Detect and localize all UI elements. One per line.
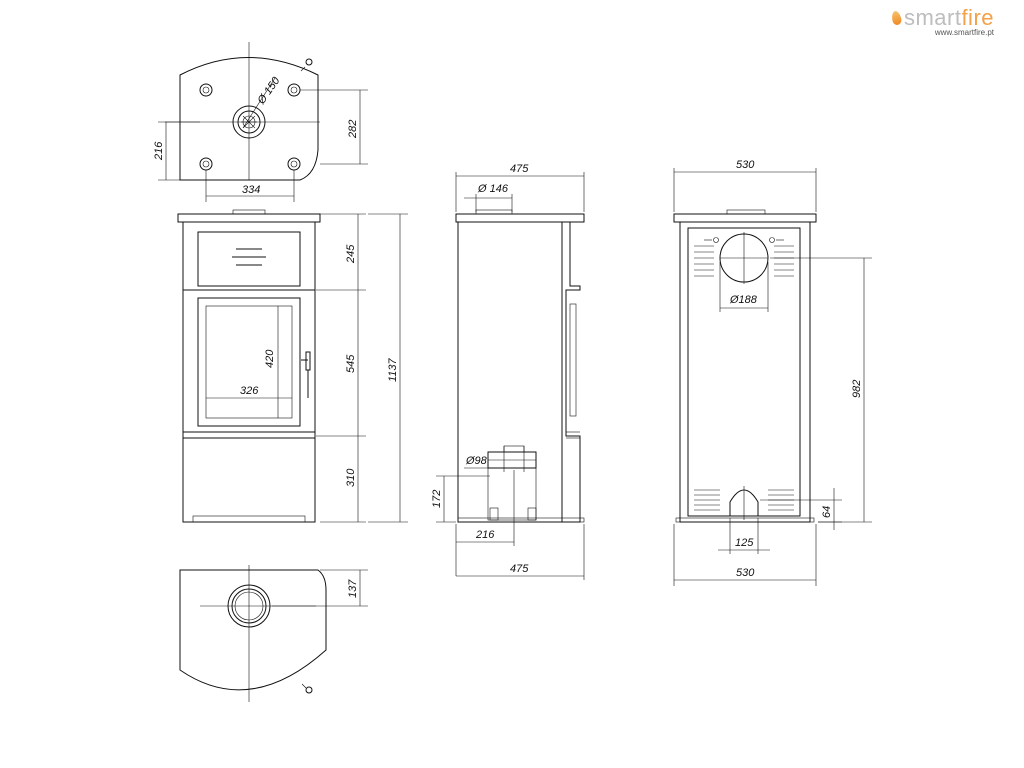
brand-logo: smartfire www.smartfire.pt (890, 5, 994, 37)
dim-side-air-inlet-offset: 216 (475, 529, 495, 541)
dim-glass-height: 420 (264, 349, 276, 368)
vent-louvers-top-left (694, 245, 714, 277)
dim-side-air-inlet-diameter: Ø98 (465, 455, 488, 467)
vent-louvers-top-right (774, 245, 794, 277)
dim-side-outlet-diameter: Ø 146 (477, 183, 509, 195)
bolt-holes (199, 83, 301, 171)
dim-side-air-inlet-height: 172 (431, 490, 443, 508)
side-view: 475 Ø 146 Ø98 172 216 475 (431, 163, 585, 580)
dim-back-inlet-height: 64 (821, 506, 833, 518)
back-view: 530 Ø188 982 64 125 530 (673, 159, 872, 586)
brand-url: www.smartfire.pt (934, 28, 994, 37)
dim-side-depth-top: 475 (510, 163, 529, 175)
dim-top-flue-offset: 282 (347, 120, 359, 139)
dim-front-base-section: 310 (345, 468, 357, 487)
dim-top-bolt-depth: 216 (153, 141, 165, 161)
dim-front-door-section: 545 (345, 354, 357, 373)
top-view: Ø 150 282 216 334 (153, 42, 368, 202)
brand-wordmark: smartfire (890, 5, 994, 30)
dim-top-flue-diameter: Ø 150 (255, 74, 283, 107)
dim-back-outlet-height: 982 (851, 380, 863, 398)
brand-logo-suffix: fire (961, 5, 994, 30)
dim-back-width-bottom: 530 (736, 567, 755, 579)
dim-back-outlet-diameter: Ø188 (729, 294, 758, 306)
dim-back-inlet-width: 125 (735, 537, 754, 549)
vent-louvers-bottom-left (694, 489, 720, 511)
brand-logo-prefix: smart (903, 5, 962, 30)
dim-side-depth-bottom: 475 (510, 563, 529, 575)
dim-glass-width: 326 (240, 385, 259, 397)
dim-top-bolt-width: 334 (242, 184, 260, 196)
bottom-view: 137 (179, 565, 368, 702)
dim-total-height: 1137 (387, 357, 399, 382)
dim-bottom-depth: 137 (347, 579, 359, 598)
dim-back-width-top: 530 (736, 159, 755, 171)
dim-front-top-panel: 245 (345, 244, 357, 264)
front-view: 420 326 245 545 310 1137 (177, 209, 408, 523)
